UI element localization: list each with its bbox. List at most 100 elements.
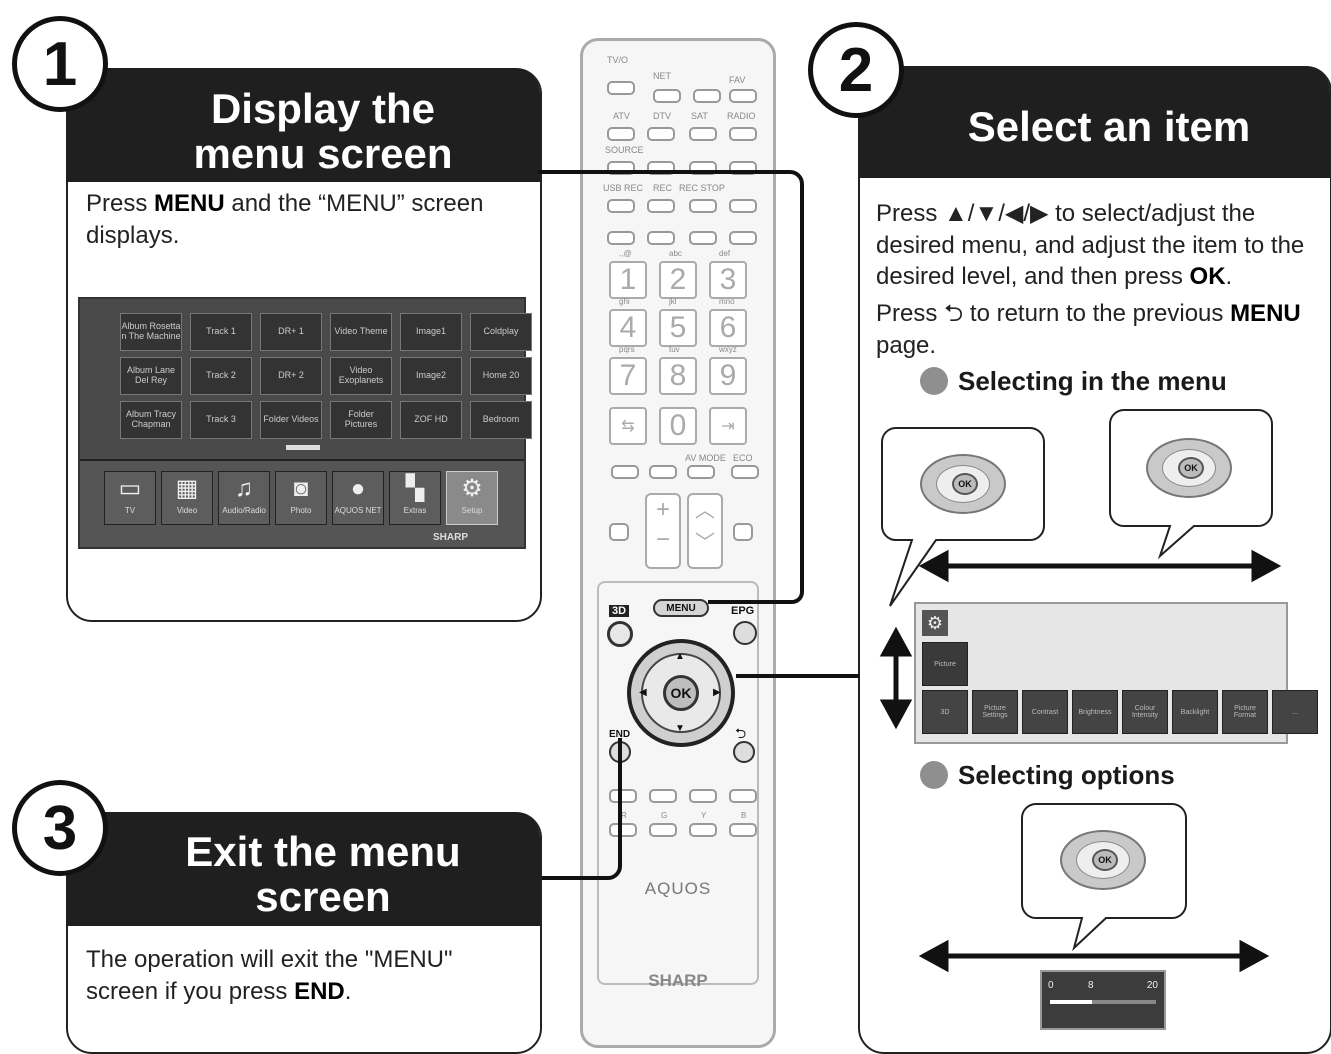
color-key-G[interactable] [649,823,677,837]
up-arrow-icon[interactable]: ▲ [675,651,685,662]
channel-rocker[interactable]: ︿﹀ [687,493,723,569]
return-button[interactable] [733,741,755,763]
digit-key-4[interactable]: 4 [609,309,647,347]
remote-button[interactable] [693,89,721,103]
eco-button[interactable] [731,465,759,479]
tv-tile[interactable]: Folder Videos [260,401,322,439]
tv-category-video[interactable]: ▦Video [161,471,213,525]
tv-tile[interactable]: Image1 [400,313,462,351]
aux-key[interactable] [609,789,637,803]
remote-button[interactable] [689,199,717,213]
digit-key-9[interactable]: 9 [709,357,747,395]
tv-tile[interactable]: Track 2 [190,357,252,395]
category-icon: ♫ [235,475,253,502]
tv-tile[interactable]: Video Theme [330,313,392,351]
menu-item[interactable]: Brightness [1072,690,1118,734]
down-arrow-icon[interactable]: ▼ [675,723,685,734]
sub-heading-selecting-menu: Selecting in the menu [920,366,1227,397]
teletext-button[interactable] [733,523,753,541]
remote-button[interactable] [607,81,635,95]
tv-category-aquos-net[interactable]: ●AQUOS NET [332,471,384,525]
left-arrow-icon[interactable]: ◀ [639,687,647,698]
remote-button[interactable] [647,231,675,245]
digit-key-1[interactable]: 1 [609,261,647,299]
tv-tile[interactable]: Track 1 [190,313,252,351]
digit-key-8[interactable]: 8 [659,357,697,395]
tv-tile[interactable]: Coldplay [470,313,532,351]
menu-item[interactable]: 3D [922,690,968,734]
category-icon: ⚙ [461,475,483,502]
tv-category-audio-radio[interactable]: ♫Audio/Radio [218,471,270,525]
digit-key-7[interactable]: 7 [609,357,647,395]
remote-button[interactable] [729,231,757,245]
input-key[interactable]: ⇥ [709,407,747,445]
remote-button[interactable] [729,199,757,213]
step2-title-text: Select an item [967,103,1251,151]
digit-key-0[interactable]: 0 [659,407,697,445]
aux-key[interactable] [689,789,717,803]
tv-tile[interactable]: ZOF HD [400,401,462,439]
menu-item[interactable]: ... [1272,690,1318,734]
menu-item[interactable]: Backlight [1172,690,1218,734]
dpad[interactable]: OK ▲ ▼ ◀ ▶ [627,639,735,747]
btn-3d[interactable] [607,621,633,647]
remote-button[interactable] [647,199,675,213]
digit-key-3[interactable]: 3 [709,261,747,299]
remote-button[interactable] [607,231,635,245]
flashback-key[interactable]: ⇆ [609,407,647,445]
tv-tile[interactable]: Bedroom [470,401,532,439]
slider-fill [1050,1000,1093,1004]
remote-button[interactable] [689,231,717,245]
digit-key-5[interactable]: 5 [659,309,697,347]
volume-rocker[interactable]: +− [645,493,681,569]
remote-button[interactable] [647,127,675,141]
remote-button[interactable] [689,127,717,141]
tv-tile[interactable]: Image2 [400,357,462,395]
remote-button[interactable] [729,89,757,103]
tv-category-photo[interactable]: ◙Photo [275,471,327,525]
tv-tile[interactable]: Home 20 [470,357,532,395]
info-button[interactable] [649,465,677,479]
menu-item[interactable]: Contrast [1022,690,1068,734]
mute-button[interactable] [609,523,629,541]
av-mode-button[interactable] [687,465,715,479]
tv-tile[interactable]: DR+ 2 [260,357,322,395]
tv-tile[interactable]: Video Exoplanets [330,357,392,395]
menu-item[interactable]: Picture Settings [972,690,1018,734]
epg-label: EPG [731,605,755,617]
tv-tile[interactable]: Album Rosetta n The Machine [120,313,182,351]
remote-button[interactable] [607,127,635,141]
tv-tile[interactable]: Album Lane Del Rey [120,357,182,395]
remote-button[interactable] [607,199,635,213]
menu-item[interactable]: Picture Format [1222,690,1268,734]
digit-key-6[interactable]: 6 [709,309,747,347]
remote-button[interactable] [729,127,757,141]
aux-key[interactable] [729,789,757,803]
right-arrow-icon[interactable]: ▶ [713,687,721,698]
remote-button[interactable] [653,89,681,103]
epg-button[interactable] [733,621,757,645]
aux-key[interactable] [649,789,677,803]
tv-category-bar: ▭TV▦Video♫Audio/Radio◙Photo●AQUOS NET▚Ex… [80,459,524,547]
freeze-button[interactable] [611,465,639,479]
ok-button[interactable]: OK [663,675,699,711]
tv-tile[interactable]: DR+ 1 [260,313,322,351]
category-icon: ◙ [293,475,309,502]
color-key-R[interactable] [609,823,637,837]
tv-category-extras[interactable]: ▚Extras [389,471,441,525]
menu-button[interactable]: MENU [653,599,709,617]
tv-category-setup[interactable]: ⚙ Setup [446,471,498,525]
tv-tile[interactable]: Album Tracy Chapman [120,401,182,439]
menu-item[interactable]: Colour Intensity [1122,690,1168,734]
tv-tile[interactable]: Folder Pictures [330,401,392,439]
ok-button-label: OK [670,685,692,701]
end-label: END [609,729,631,740]
digit-key-2[interactable]: 2 [659,261,697,299]
category-label: Setup [461,506,483,515]
category-icon: ▦ [175,475,199,502]
color-key-B[interactable] [729,823,757,837]
color-key-Y[interactable] [689,823,717,837]
digit-letters: wxyz [719,345,737,354]
tv-tile[interactable]: Track 3 [190,401,252,439]
tv-category-tv[interactable]: ▭TV [104,471,156,525]
